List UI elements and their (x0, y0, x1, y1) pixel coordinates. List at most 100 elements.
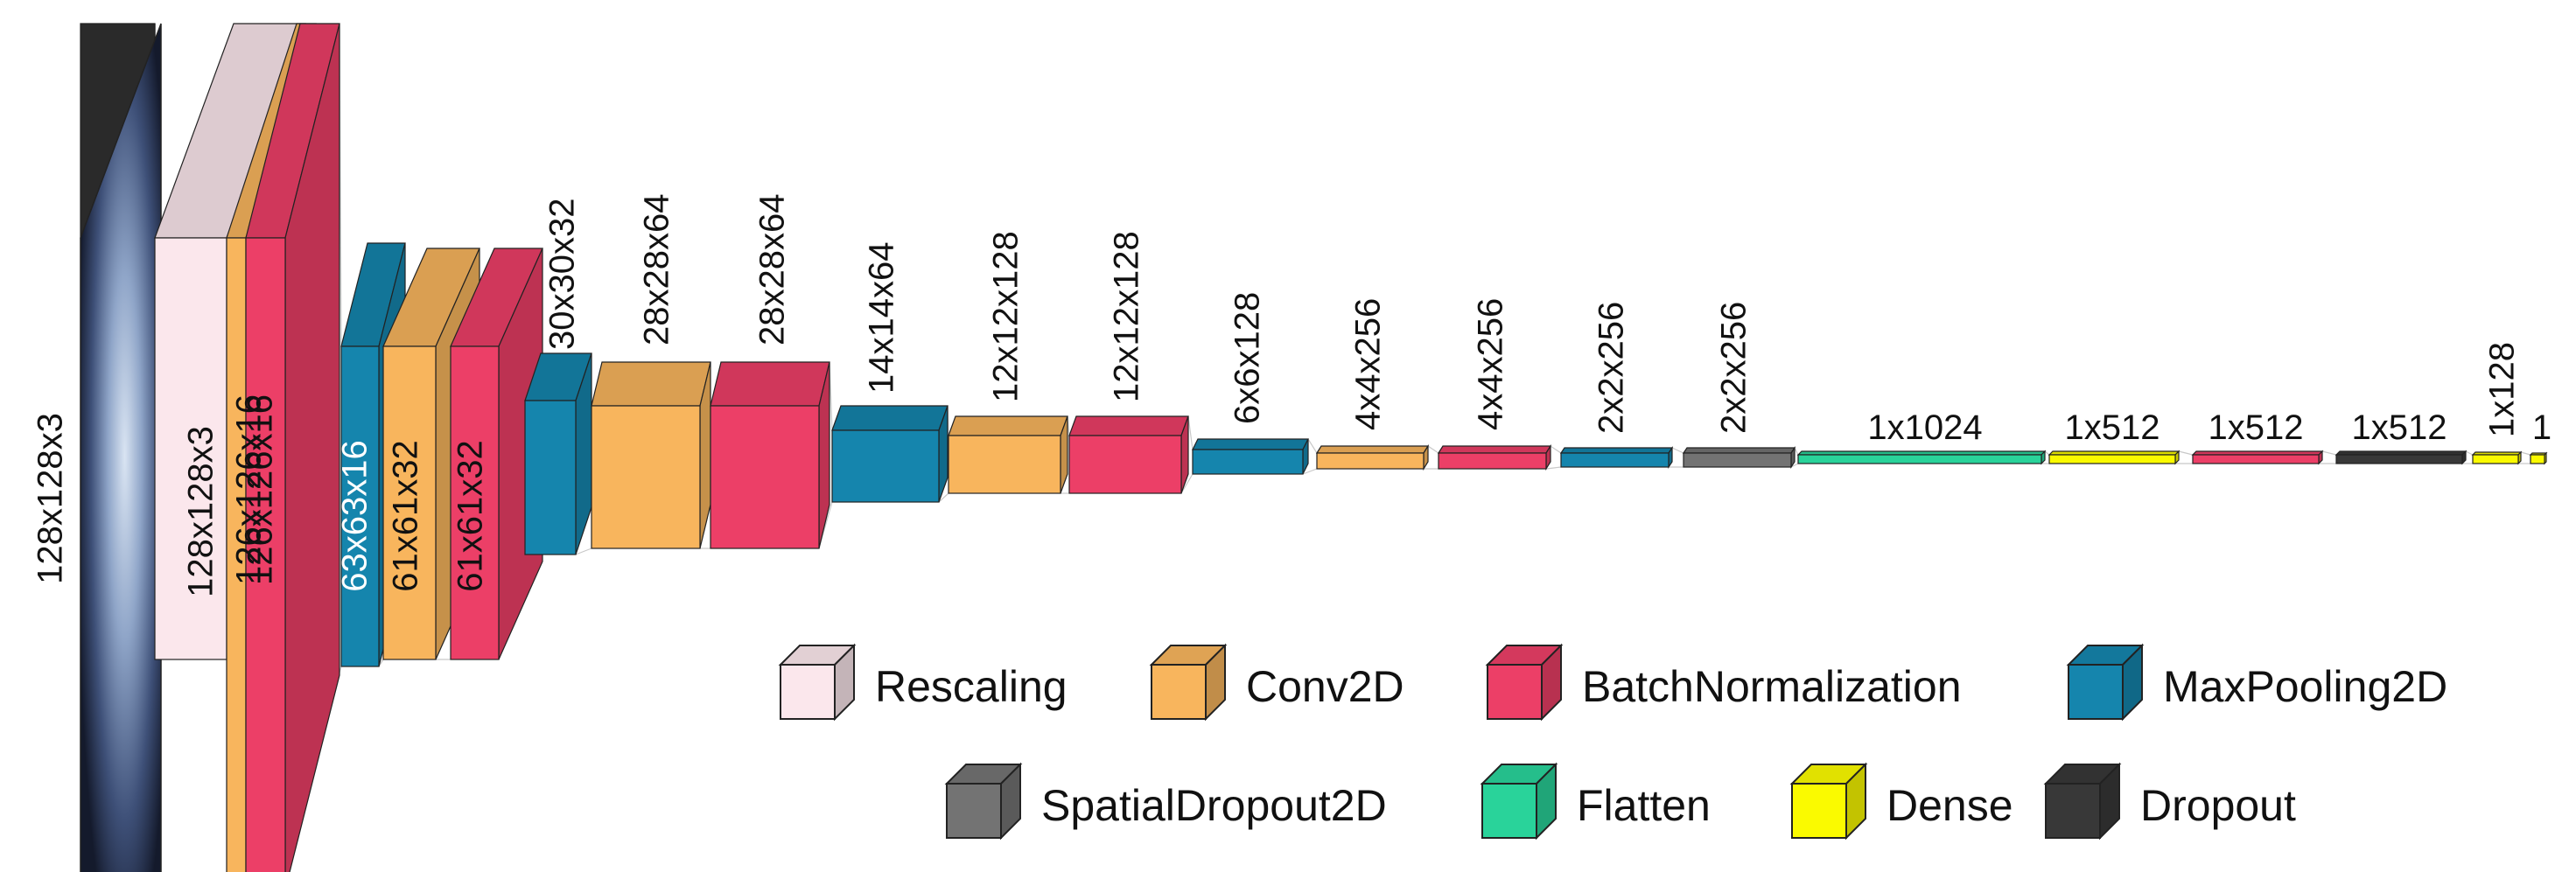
block-front-face (1068, 435, 1182, 494)
legend-label: BatchNormalization (1582, 662, 1962, 711)
layer-shape-label: 1x512 (2208, 408, 2304, 447)
legend-label: Flatten (1577, 781, 1711, 830)
connector-line (1187, 415, 1194, 450)
layer-shape-label: 4x4x256 (1349, 298, 1388, 430)
legend: Rescaling Conv2D BatchNormalization MaxPool… (778, 643, 2447, 841)
connector-line (1302, 468, 1318, 475)
connector-line (1180, 473, 1194, 494)
connector-line (1307, 438, 1318, 454)
conv2d-cube-icon (1149, 643, 1228, 722)
layer-block-dense (2048, 450, 2180, 465)
layer-shape-label: 61x61x32 (452, 440, 490, 591)
connector-line (1550, 445, 1562, 454)
layer-block-batchnormalization (1068, 415, 1189, 494)
block-front-face (524, 400, 577, 555)
block-top-face (1315, 445, 1430, 454)
block-front-face (154, 237, 228, 660)
layer-shape-label: 2x2x256 (1715, 302, 1754, 434)
layer-block-dense (2529, 451, 2548, 465)
block-front-face (245, 237, 286, 872)
maxpooling2d-cube-icon (2066, 643, 2145, 722)
block-front-face (948, 435, 1061, 494)
block-front-face (2048, 454, 2176, 464)
layer-shape-label: 28x28x64 (638, 194, 676, 345)
connector-line (2044, 450, 2050, 456)
block-front-face (1560, 452, 1670, 468)
layer-shape-label: 1x1024 (1867, 408, 1982, 447)
connector-line (575, 548, 592, 555)
layer-shape-label: 12x12x128 (1108, 231, 1146, 402)
layer-block-input (80, 23, 162, 872)
rescaling-cube-icon (778, 643, 857, 722)
block-top-face (710, 361, 830, 407)
layer-shape-label: 1x512 (2065, 408, 2160, 447)
layer-block-flatten (1796, 450, 2047, 465)
flatten-cube-icon (1480, 762, 1558, 841)
layer-shape-label: 4x4x256 (1472, 298, 1510, 430)
connector-line (1545, 466, 1562, 470)
block-top-face (1559, 447, 1674, 454)
batchnormalization-cube-icon (1485, 643, 1564, 722)
layer-shape-label: 63x63x16 (336, 440, 374, 591)
layer-block-maxpooling2d (1559, 446, 1674, 469)
connector-line (938, 492, 949, 503)
layer-block-dropout (2334, 450, 2468, 465)
layer-shape-label: 61x61x32 (387, 440, 425, 591)
block-front-face (710, 405, 820, 549)
layer-block-maxpooling2d (524, 352, 592, 555)
input-image (80, 23, 162, 872)
block-top-face (831, 405, 948, 431)
legend-item-dropout: Dropout (2043, 762, 2296, 841)
layer-shape-label: 1x512 (2352, 408, 2447, 447)
connector-line (2178, 450, 2194, 456)
legend-item-spatialdropout2d: SpatialDropout2D (944, 762, 1387, 841)
block-front-face (450, 345, 500, 660)
block-front-face (591, 405, 701, 549)
dropout-cube-icon (2043, 762, 2122, 841)
layer-block-maxpooling2d (1192, 438, 1309, 475)
layer-block-maxpooling2d (831, 405, 948, 503)
connector-line (1794, 447, 1799, 456)
legend-label: Dropout (2140, 781, 2296, 830)
legend-label: Rescaling (875, 662, 1068, 711)
legend-label: MaxPooling2D (2163, 662, 2447, 711)
layer-block-dense (2471, 450, 2523, 465)
legend-label: Conv2D (1246, 662, 1404, 711)
legend-item-conv2d: Conv2D (1149, 643, 1404, 722)
layer-block-batchnormalization (450, 248, 543, 660)
layer-block-batchnormalization (1437, 443, 1552, 471)
layer-block-conv2d (1315, 443, 1430, 471)
layer-shape-label: 14x14x64 (863, 242, 901, 394)
legend-item-batchnormalization: BatchNormalization (1485, 643, 1962, 722)
block-front-face (1192, 449, 1304, 475)
layer-block-batchnormalization (245, 23, 340, 872)
layer-block-conv2d (591, 361, 711, 549)
legend-label: Dense (1886, 781, 2013, 830)
layer-shape-label: 30x30x32 (543, 199, 582, 350)
block-front-face (2530, 454, 2545, 464)
layer-shape-label: 28x28x64 (753, 194, 792, 345)
layer-shape-label: 1 (2532, 408, 2552, 447)
layer-shape-label: 126x126x16 (242, 394, 280, 585)
layer-shape-label: 126x126x16 (230, 394, 269, 585)
connector-line (2520, 451, 2531, 456)
block-top-face (591, 361, 711, 407)
block-front-face (2335, 454, 2463, 464)
legend-label: SpatialDropout2D (1041, 781, 1387, 830)
layer-block-batchnormalization (710, 361, 830, 549)
block-front-face (1316, 452, 1424, 470)
layer-shape-label: 128x128x3 (182, 426, 220, 597)
layer-shape-label: 128x128x3 (32, 413, 70, 584)
connector-line (2321, 450, 2337, 456)
block-top-face (1068, 415, 1189, 436)
connector-line (1790, 463, 1799, 468)
block-front-face (831, 429, 940, 503)
legend-item-flatten: Flatten (1480, 762, 1711, 841)
block-front-face (382, 345, 437, 660)
layer-shape-label: 12x12x128 (987, 231, 1026, 402)
block-front-face (1438, 452, 1547, 470)
layer-blocks (80, 23, 2548, 872)
layer-block-spatialdropout2d (1682, 446, 1796, 469)
